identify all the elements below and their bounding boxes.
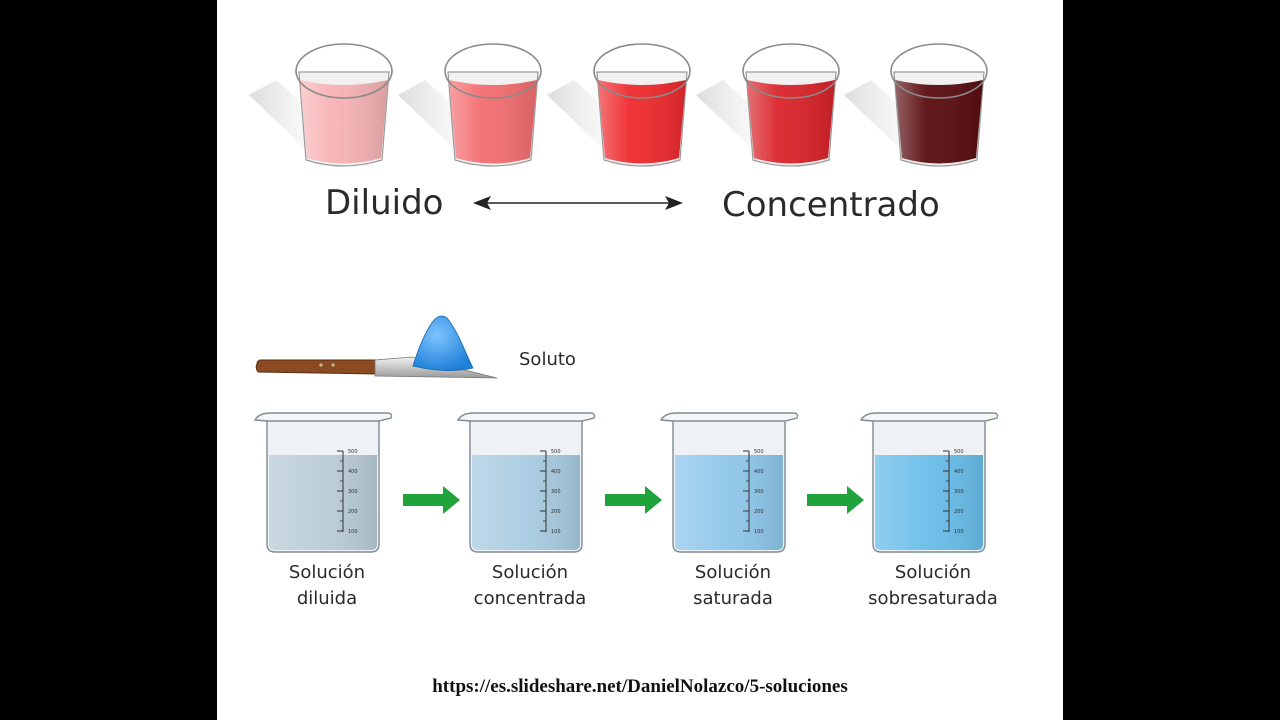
scale-mark: 400 [754, 469, 764, 475]
scale-mark: 300 [551, 489, 561, 495]
solution-caption-line1: Solución [895, 562, 971, 583]
scale-mark: 200 [551, 509, 561, 515]
scale-mark: 200 [348, 509, 358, 515]
solution-caption-line1: Solución [289, 562, 365, 583]
solute-pile-icon [412, 315, 474, 371]
right-arrow-icon [807, 486, 864, 514]
scale-mark: 100 [348, 529, 358, 535]
scale-mark: 300 [754, 489, 764, 495]
scale-mark: 400 [954, 469, 964, 475]
glass-3 [547, 43, 691, 167]
concentration-scale: Diluido Concentrado [325, 183, 940, 225]
glass-1 [249, 43, 393, 167]
scale-mark: 100 [754, 529, 764, 535]
glass-4 [696, 43, 840, 167]
double-arrow-icon [473, 196, 683, 210]
scale-mark: 500 [551, 449, 561, 455]
source-url: https://es.slideshare.net/DanielNolazco/… [432, 676, 848, 697]
right-arrow-icon [403, 486, 460, 514]
scale-mark: 400 [551, 469, 561, 475]
scale-mark: 300 [954, 489, 964, 495]
scale-mark: 500 [754, 449, 764, 455]
glass-5 [844, 43, 988, 167]
scale-mark: 100 [551, 529, 561, 535]
spatula-with-solute: Soluto [255, 315, 576, 379]
solution-caption-line1: Solución [492, 562, 568, 583]
illustration: Diluido Concentrado Soluto 500 400 300 200 1… [249, 43, 999, 609]
solution-caption-line2: sobresaturada [868, 588, 998, 609]
scale-mark: 100 [954, 529, 964, 535]
diluido-label: Diluido [325, 183, 443, 223]
scale-mark: 200 [754, 509, 764, 515]
concentrado-label: Concentrado [722, 185, 940, 225]
scale-mark: 400 [348, 469, 358, 475]
right-arrow-icon [605, 486, 662, 514]
soluto-label: Soluto [519, 349, 576, 370]
scale-mark: 500 [348, 449, 358, 455]
solution-caption-line1: Solución [695, 562, 771, 583]
concentration-glasses [249, 43, 988, 167]
scale-mark: 200 [954, 509, 964, 515]
scale-mark: 500 [954, 449, 964, 455]
solution-caption-line2: diluida [297, 588, 357, 609]
solution-caption-line2: concentrada [474, 588, 587, 609]
glass-2 [398, 43, 542, 167]
scale-mark: 300 [348, 489, 358, 495]
solution-caption-line2: saturada [693, 588, 773, 609]
slide: Diluido Concentrado Soluto 500 400 300 200 1… [217, 0, 1063, 720]
